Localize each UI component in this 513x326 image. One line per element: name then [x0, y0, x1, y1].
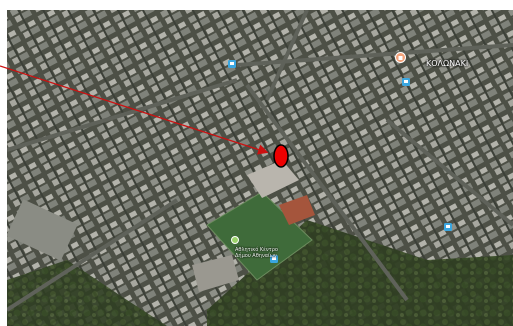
- satellite-map[interactable]: ΚΟΛΩΝΑΚΙ Αθλητικό Κέντρο Δήμου Αθηναίων: [7, 10, 513, 326]
- poi-label: ΚΟΛΩΝΑΚΙ: [426, 59, 469, 68]
- field-label: Αθλητικό Κέντρο Δήμου Αθηναίων: [235, 247, 335, 259]
- red-roof-building: [279, 195, 315, 225]
- field-marker-dot: [231, 236, 239, 244]
- bus-stop-icon[interactable]: [402, 78, 410, 86]
- wooded-area-left: [7, 260, 167, 326]
- shopping-bag-icon[interactable]: [395, 52, 406, 63]
- bus-stop-icon[interactable]: [228, 60, 236, 68]
- building-group-west: [7, 199, 78, 261]
- field-label-line1: Αθλητικό Κέντρο: [235, 247, 278, 253]
- courtyard-building: [192, 255, 239, 292]
- school-building: [247, 160, 299, 198]
- field-label-line2: Δήμου Αθηναίων: [235, 253, 277, 259]
- bus-stop-icon[interactable]: [270, 255, 278, 263]
- bus-stop-icon[interactable]: [444, 223, 452, 231]
- sports-field: [206, 191, 313, 281]
